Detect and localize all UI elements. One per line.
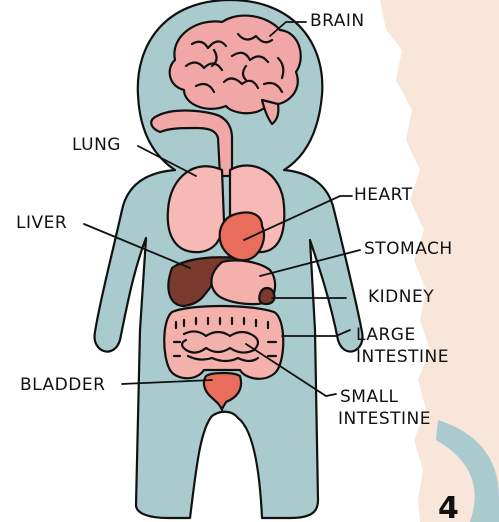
label-brain: BRAIN [310, 11, 365, 31]
heart-organ [220, 213, 264, 261]
label-large-intestine-line2: INTESTINE [356, 347, 449, 367]
label-stomach: STOMACH [364, 239, 453, 259]
label-small-intestine-line2: INTESTINE [338, 409, 431, 429]
label-large-intestine-line1: LARGE [356, 325, 416, 345]
kidney-organ [259, 288, 274, 304]
label-lung: LUNG [72, 135, 121, 155]
label-liver: LIVER [16, 213, 67, 233]
large-intestine-organ [164, 306, 283, 379]
corner-mark: 4 [438, 491, 459, 522]
label-heart: HEART [354, 185, 413, 205]
label-bladder: BLADDER [20, 375, 105, 395]
label-small-intestine-line1: SMALL [340, 387, 399, 407]
label-kidney: KIDNEY [368, 287, 434, 307]
